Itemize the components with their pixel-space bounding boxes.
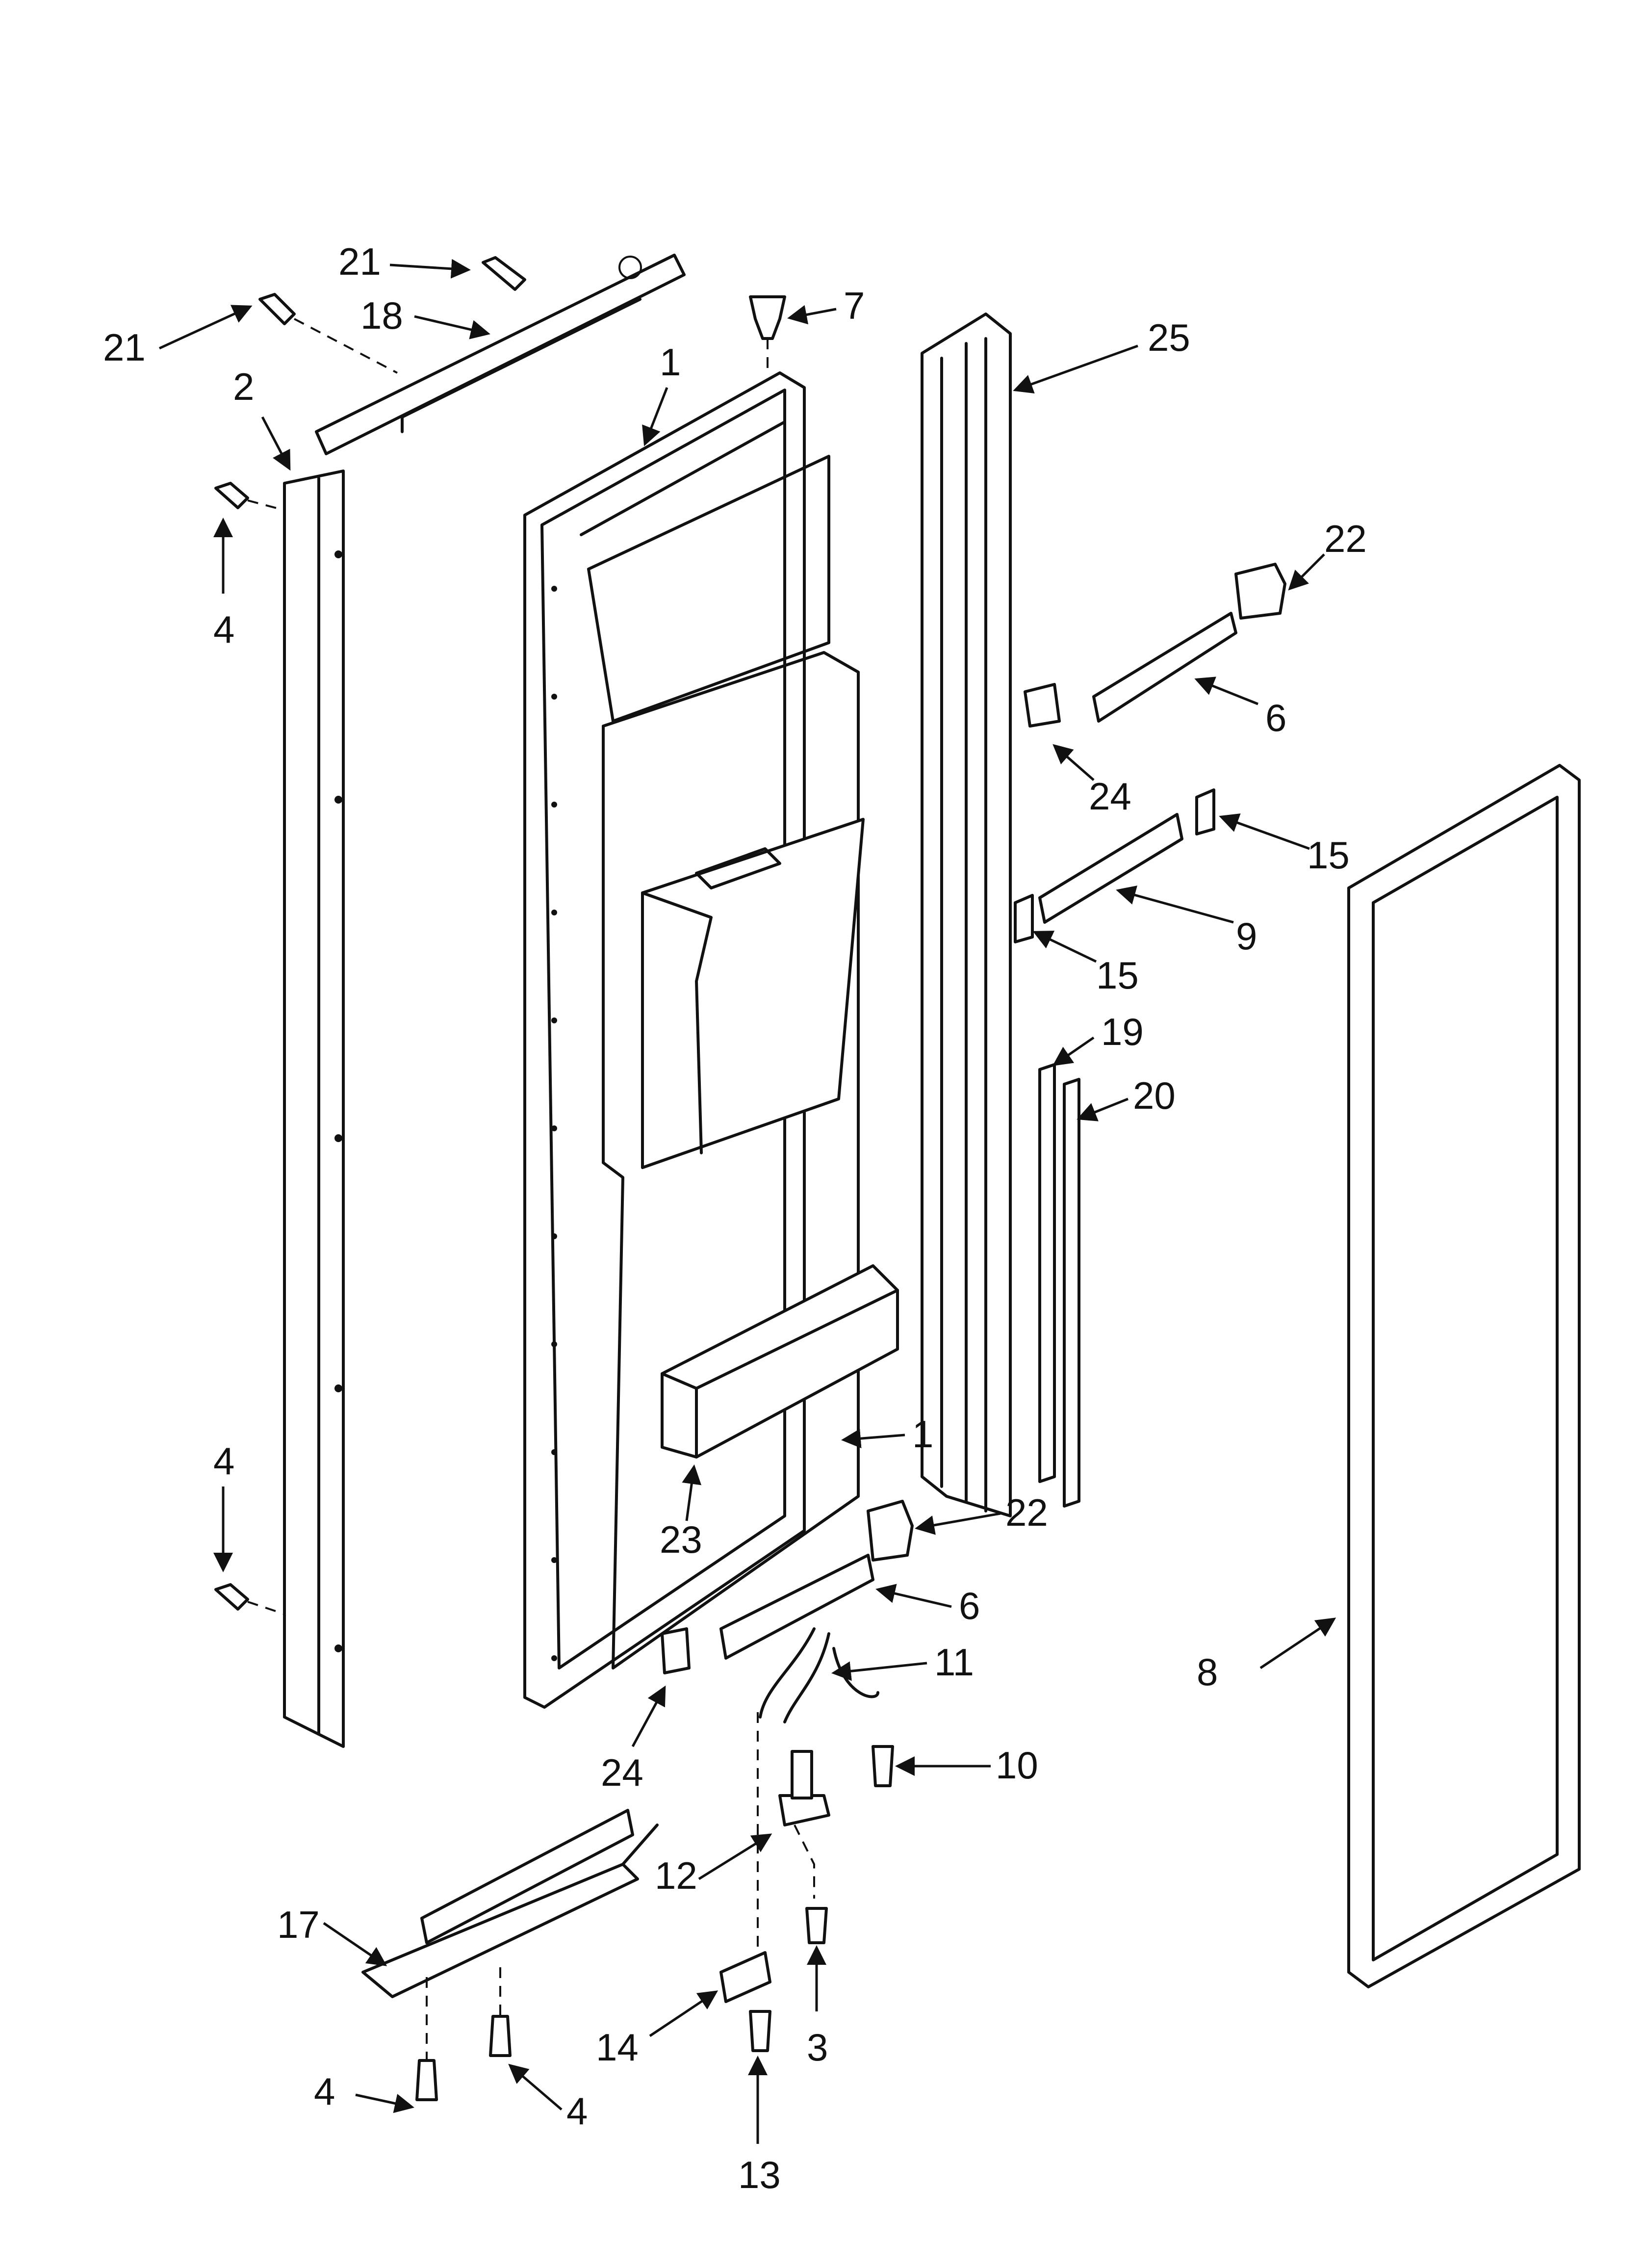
door-liner-part-1 [523,371,865,1709]
door-stop-part-22-lower [867,1500,914,1562]
callout-23: 23 [660,1518,702,1561]
callout-4-left-lower: 4 [213,1439,234,1483]
callout-6-upper: 6 [1265,696,1286,739]
clip-part-15-upper [1195,788,1215,835]
door-gasket-part-8 [1347,764,1581,1988]
callout-9: 9 [1236,914,1257,958]
screw-icon [214,482,249,509]
rail-part-6-lower [719,1554,874,1660]
callout-1-top: 1 [660,340,681,384]
door-stop-part-22 [1234,563,1286,620]
door-bin-part-23 [661,1264,899,1459]
callout-1-lower: 1 [912,1412,933,1456]
callout-17: 17 [277,1903,320,1946]
callout-20: 20 [1133,1074,1176,1117]
rail-end-part-24-upper [1024,683,1061,728]
callout-18: 18 [360,294,403,337]
callout-11: 11 [934,1641,974,1684]
callout-4-bottom-left: 4 [314,2070,335,2113]
callout-12: 12 [655,1854,697,1897]
strip-part-20 [1063,1078,1080,1508]
clip-part-15-lower [1014,894,1034,943]
callout-13: 13 [738,2153,781,2196]
callout-21-left: 21 [103,326,146,369]
left-trim-part-2 [283,469,345,1748]
bottom-hinge-part-17 [361,1809,659,1998]
callout-8: 8 [1197,1650,1218,1694]
screw-icon [805,1907,828,1944]
side-gasket-part-25 [921,313,1012,1517]
callout-15-lower: 15 [1096,954,1139,997]
door-plug-part-7 [749,295,786,340]
callout-25: 25 [1148,316,1190,359]
rail-part-9 [1038,813,1183,924]
rail-part-6-upper [1092,612,1237,723]
rail-end-part-24-lower [661,1627,691,1674]
hinge-pin-part-12 [778,1750,830,1826]
wire-harness-part-11 [759,1627,879,1723]
hinge-cover-part-14 [719,1951,771,2003]
callout-14: 14 [596,2026,639,2069]
screw-icon [214,1583,249,1611]
screw-icon [489,2015,512,2057]
callout-10: 10 [996,1744,1038,1787]
leader-lines [158,259,1336,2144]
screw-icon [749,2010,771,2052]
screw-icon [415,2059,438,2101]
callout-24-upper: 24 [1089,775,1131,818]
screw-icon [872,1745,894,1787]
callout-21-upper: 21 [338,240,381,283]
screw-icon [258,293,296,325]
callout-2: 2 [233,365,254,408]
callout-22-upper: 22 [1324,517,1367,560]
callout-24-lower: 24 [601,1751,643,1794]
callout-7: 7 [844,284,865,327]
callout-3: 3 [807,2026,828,2069]
strip-part-19 [1038,1063,1056,1483]
callout-22-lower: 22 [1005,1491,1048,1534]
screw-icon [482,256,526,291]
callout-15-upper: 15 [1307,834,1350,877]
callout-19: 19 [1101,1010,1144,1053]
top-trim-part-18 [315,254,686,455]
callout-4-bottom-right: 4 [566,2089,588,2133]
callout-6-lower: 6 [959,1584,980,1627]
callout-4-left-upper: 4 [213,608,234,651]
